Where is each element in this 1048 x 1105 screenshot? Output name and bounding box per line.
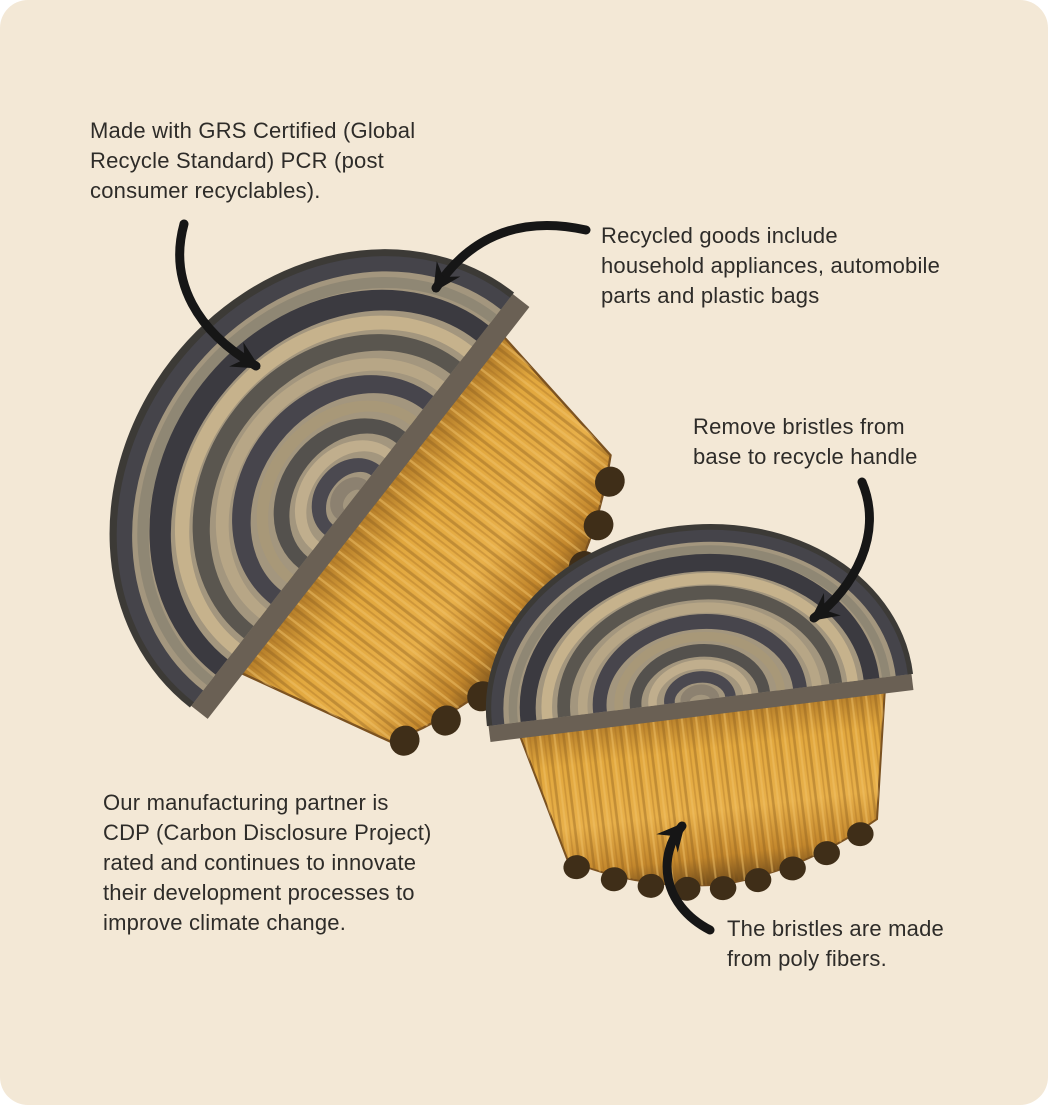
annotation-remove-bristles: Remove bristles from base to recycle han… [693, 414, 918, 469]
annotation-poly-fibers: The bristles are made from poly fibers. [727, 916, 944, 971]
annotation-recycled-goods: Recycled goods include household applian… [601, 223, 941, 308]
arrow-grs-to-large-brush-icon [175, 219, 261, 371]
annotation-grs-certified: Made with GRS Certified (Global Recycle … [90, 118, 416, 203]
arrow-remove-bristles-to-small-brush-icon [809, 477, 874, 623]
arrow-recycled-goods-to-large-brush-icon [431, 221, 591, 293]
arrow-poly-fibers-to-bristles-icon [656, 821, 715, 935]
annotation-manufacturing-partner: Our manufacturing partner is CDP (Carbon… [103, 790, 432, 935]
